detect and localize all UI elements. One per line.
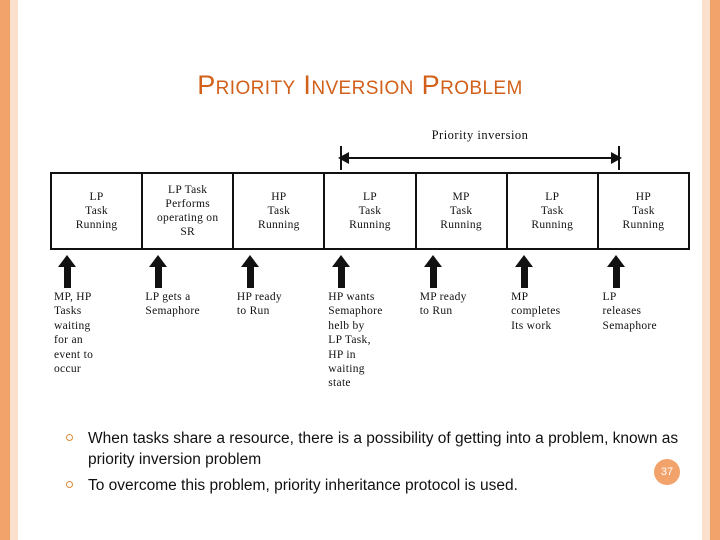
double-arrow-icon	[338, 152, 622, 164]
bullet-dot-icon	[66, 480, 73, 488]
timeline-cell: HP Task Running	[622, 190, 665, 231]
event-caption: MP ready to Run	[419, 291, 467, 318]
bullet-dot-icon	[66, 434, 73, 441]
arrow-slot	[233, 254, 324, 288]
timeline-cell: LP Task Performs operating on SR	[143, 174, 235, 248]
timeline-cell: LP Task Running	[325, 174, 417, 248]
right-accent-bar-light	[702, 0, 710, 540]
page-title: Priority Inversion Problem	[197, 70, 523, 100]
timeline-cell: MP Task Running	[417, 174, 508, 248]
arrow-up-icon	[606, 255, 625, 288]
timeline-task-row: LP Task Running LP Task Performs operati…	[50, 172, 690, 250]
event-caption: LP gets a Semaphore	[145, 291, 200, 318]
priority-inversion-span-label: Priority inversion	[431, 128, 529, 142]
arrow-slot	[599, 254, 690, 288]
arrow-up-icon	[149, 255, 168, 288]
event-caption: HP wants Semaphore helb by LP Task, HP i…	[328, 291, 383, 390]
list-item: When tasks share a resource, there is a …	[64, 428, 682, 471]
right-accent-bar	[710, 0, 720, 540]
event-caption: MP, HP Tasks waiting for an event to occ…	[54, 291, 94, 375]
priority-inversion-diagram: Priority inversion LP Task Running LP Ta…	[30, 110, 700, 415]
page-number-badge: 37	[654, 459, 680, 485]
left-accent-bar-light	[10, 0, 18, 540]
arrow-up-icon	[240, 255, 259, 288]
event-caption: LP releases Semaphore	[602, 291, 657, 332]
arrow-up-icon	[515, 255, 534, 288]
list-item-text: To overcome this problem, priority inher…	[88, 476, 518, 494]
arrow-up-icon	[423, 255, 442, 288]
bullet-list: When tasks share a resource, there is a …	[64, 428, 682, 500]
arrow-slot	[324, 254, 415, 288]
timeline-cell: LP Task Running	[52, 174, 144, 248]
event-arrows	[50, 254, 690, 288]
list-item: To overcome this problem, priority inher…	[64, 475, 682, 496]
arrow-slot	[416, 254, 507, 288]
arrow-slot	[50, 254, 141, 288]
event-caption: HP ready to Run	[236, 291, 282, 318]
event-caption: MP completes Its work	[511, 291, 561, 332]
arrow-up-icon	[58, 255, 76, 288]
timeline-cell: HP Task Running	[234, 174, 326, 248]
event-captions: MP, HP Tasks waiting for an event to occ…	[50, 290, 690, 410]
priority-inversion-span: Priority inversion	[338, 128, 622, 170]
timeline-cell: LP Task Running	[508, 174, 599, 248]
arrow-slot	[507, 254, 598, 288]
arrow-up-icon	[332, 255, 351, 288]
left-accent-bar	[0, 0, 10, 540]
list-item-text: When tasks share a resource, there is a …	[88, 430, 679, 469]
slide-content: Priority Inversion Problem Priority inve…	[18, 0, 702, 540]
arrow-slot	[141, 254, 232, 288]
